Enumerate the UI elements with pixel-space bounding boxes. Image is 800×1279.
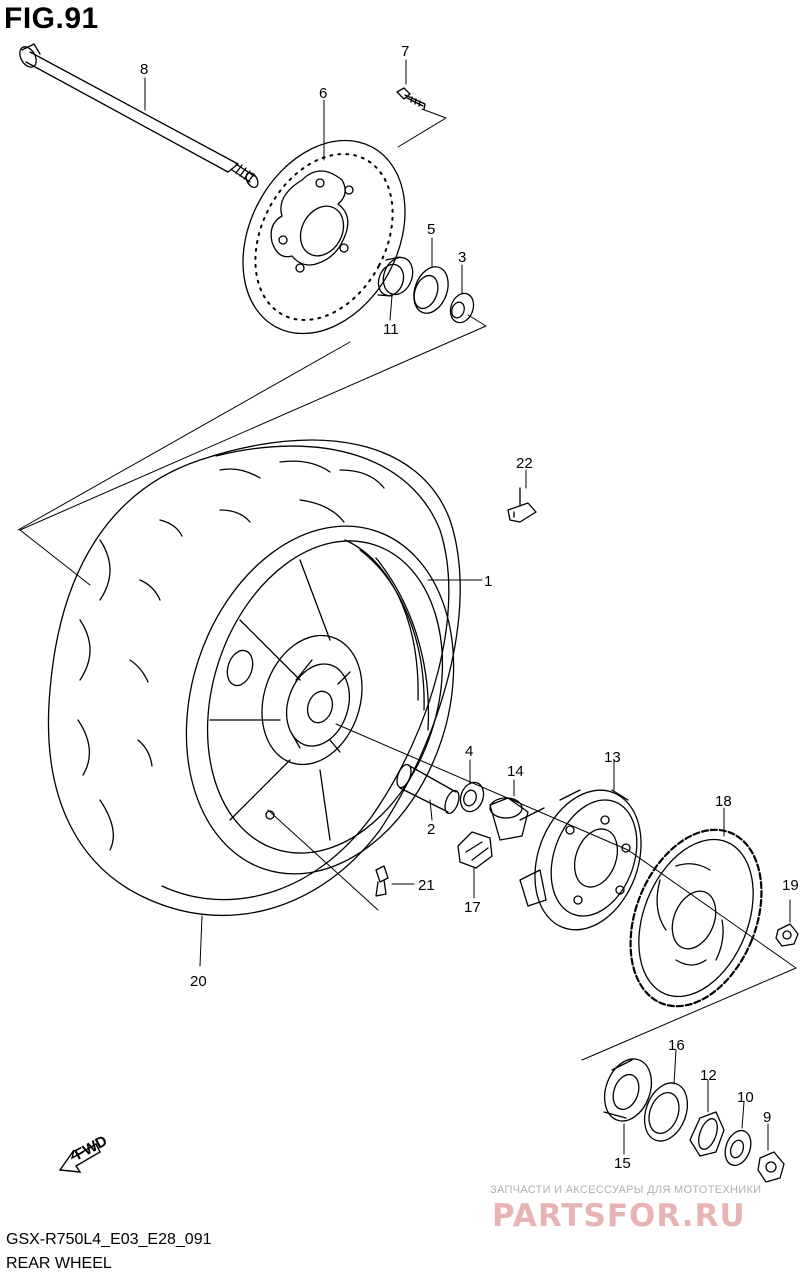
callout-20: 20 [190, 973, 207, 990]
sprocket-nut[interactable] [775, 923, 799, 947]
rear-wheel-rim[interactable] [143, 491, 496, 909]
watermark-logo: PARTSFOR.RU [492, 1198, 746, 1234]
carrier-spacer[interactable] [689, 1111, 725, 1157]
model-code: GSX-R750L4_E03_E28_091 [6, 1231, 212, 1248]
rear-tire[interactable] [47, 439, 461, 917]
callout-9: 9 [763, 1109, 771, 1126]
watermark-tagline: ЗАПЧАСТИ И АКСЕССУАРЫ ДЛЯ МОТОТЕХНИКИ [490, 1184, 762, 1196]
callout-10: 10 [737, 1089, 754, 1106]
washer[interactable] [721, 1127, 756, 1169]
callout-12: 12 [700, 1067, 717, 1084]
callout-7: 7 [401, 43, 409, 60]
callout-22: 22 [516, 455, 533, 472]
axle-nut[interactable] [757, 1151, 785, 1183]
air-valve[interactable] [375, 865, 389, 897]
callout-21: 21 [418, 877, 435, 894]
callout-3: 3 [458, 249, 466, 266]
callout-19: 19 [782, 877, 799, 894]
callout-17: 17 [464, 899, 481, 916]
balance-weight[interactable] [507, 487, 537, 523]
carrier-oil-seal[interactable] [637, 1077, 695, 1147]
carrier-bearing[interactable] [596, 1052, 659, 1127]
callout-6: 6 [319, 85, 327, 102]
cush-drive-spacer[interactable] [489, 797, 529, 841]
callout-5: 5 [427, 221, 435, 238]
disc-bolt[interactable] [396, 87, 426, 110]
section-name: REAR WHEEL [6, 1255, 112, 1272]
callout-14: 14 [507, 763, 524, 780]
wheel-spacer-long[interactable] [394, 763, 461, 816]
brake-disc[interactable] [211, 112, 437, 362]
callout-16: 16 [668, 1037, 685, 1054]
bearing-right[interactable] [457, 779, 488, 815]
callout-13: 13 [604, 749, 621, 766]
rear-sprocket[interactable] [606, 810, 786, 1026]
callout-11: 11 [383, 321, 399, 338]
forward-direction-arrow-icon: FWD [58, 1132, 110, 1173]
callout-4: 4 [465, 743, 473, 760]
sprocket-carrier[interactable] [516, 775, 659, 945]
wheel-spacer[interactable] [374, 253, 417, 299]
callout-1: 1 [484, 573, 492, 590]
figure-title: FIG.91 [4, 2, 99, 35]
callout-2: 2 [427, 821, 435, 838]
cush-rubber[interactable] [457, 831, 493, 869]
bearing-left[interactable] [447, 290, 478, 326]
fwd-label: FWD [72, 1132, 110, 1163]
rear-axle[interactable] [16, 43, 260, 189]
callout-8: 8 [140, 61, 148, 78]
oil-seal[interactable] [408, 262, 454, 318]
callout-15: 15 [614, 1155, 631, 1172]
callout-18: 18 [715, 793, 732, 810]
